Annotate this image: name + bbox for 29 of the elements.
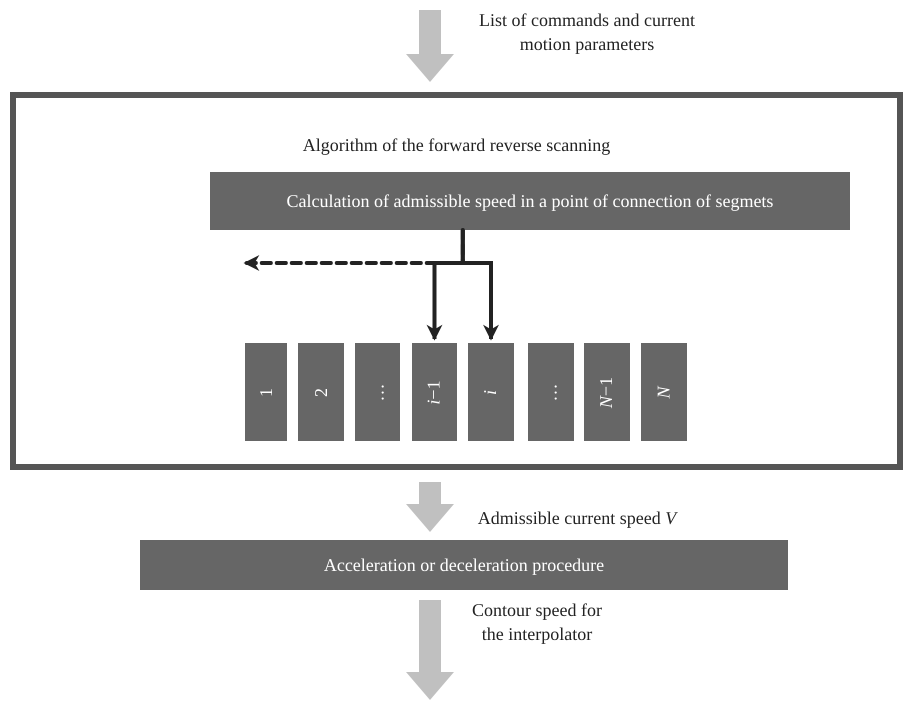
segment-box [641, 343, 687, 441]
block-arrow [406, 600, 454, 700]
segment-label: 2 [310, 388, 332, 396]
segment-box [412, 343, 457, 441]
segment-label: N−1 [596, 376, 618, 408]
box-label: Calculation of admissible speed in a point of connection of segmets [286, 190, 774, 213]
edge-label: Contour speed for the interpolator [471, 599, 603, 646]
edge-label: Admissible current speed V [476, 507, 679, 530]
frame [10, 92, 903, 470]
segment-label: i [480, 390, 502, 394]
segment-label: i−1 [423, 380, 445, 404]
box-label: Acceleration or deceleration procedure [324, 554, 604, 577]
segment-box [245, 343, 287, 441]
segment-label: … [540, 383, 562, 401]
segment-label: … [366, 383, 388, 401]
frame-title: Algorithm of the forward reverse scanning [302, 134, 612, 157]
segment-box [584, 343, 630, 441]
segment-label: 1 [254, 388, 276, 396]
segment-label: N [652, 386, 674, 398]
process-box [210, 172, 850, 230]
edge-label: List of commands and current motion parameters [478, 9, 696, 56]
block-arrow [406, 482, 454, 532]
segment-box [355, 343, 400, 441]
segment-box [298, 343, 344, 441]
dashed-arrow [243, 228, 465, 271]
segment-box [468, 343, 514, 441]
segment-box [528, 343, 574, 441]
block-arrow [406, 10, 454, 82]
process-box [140, 540, 788, 590]
